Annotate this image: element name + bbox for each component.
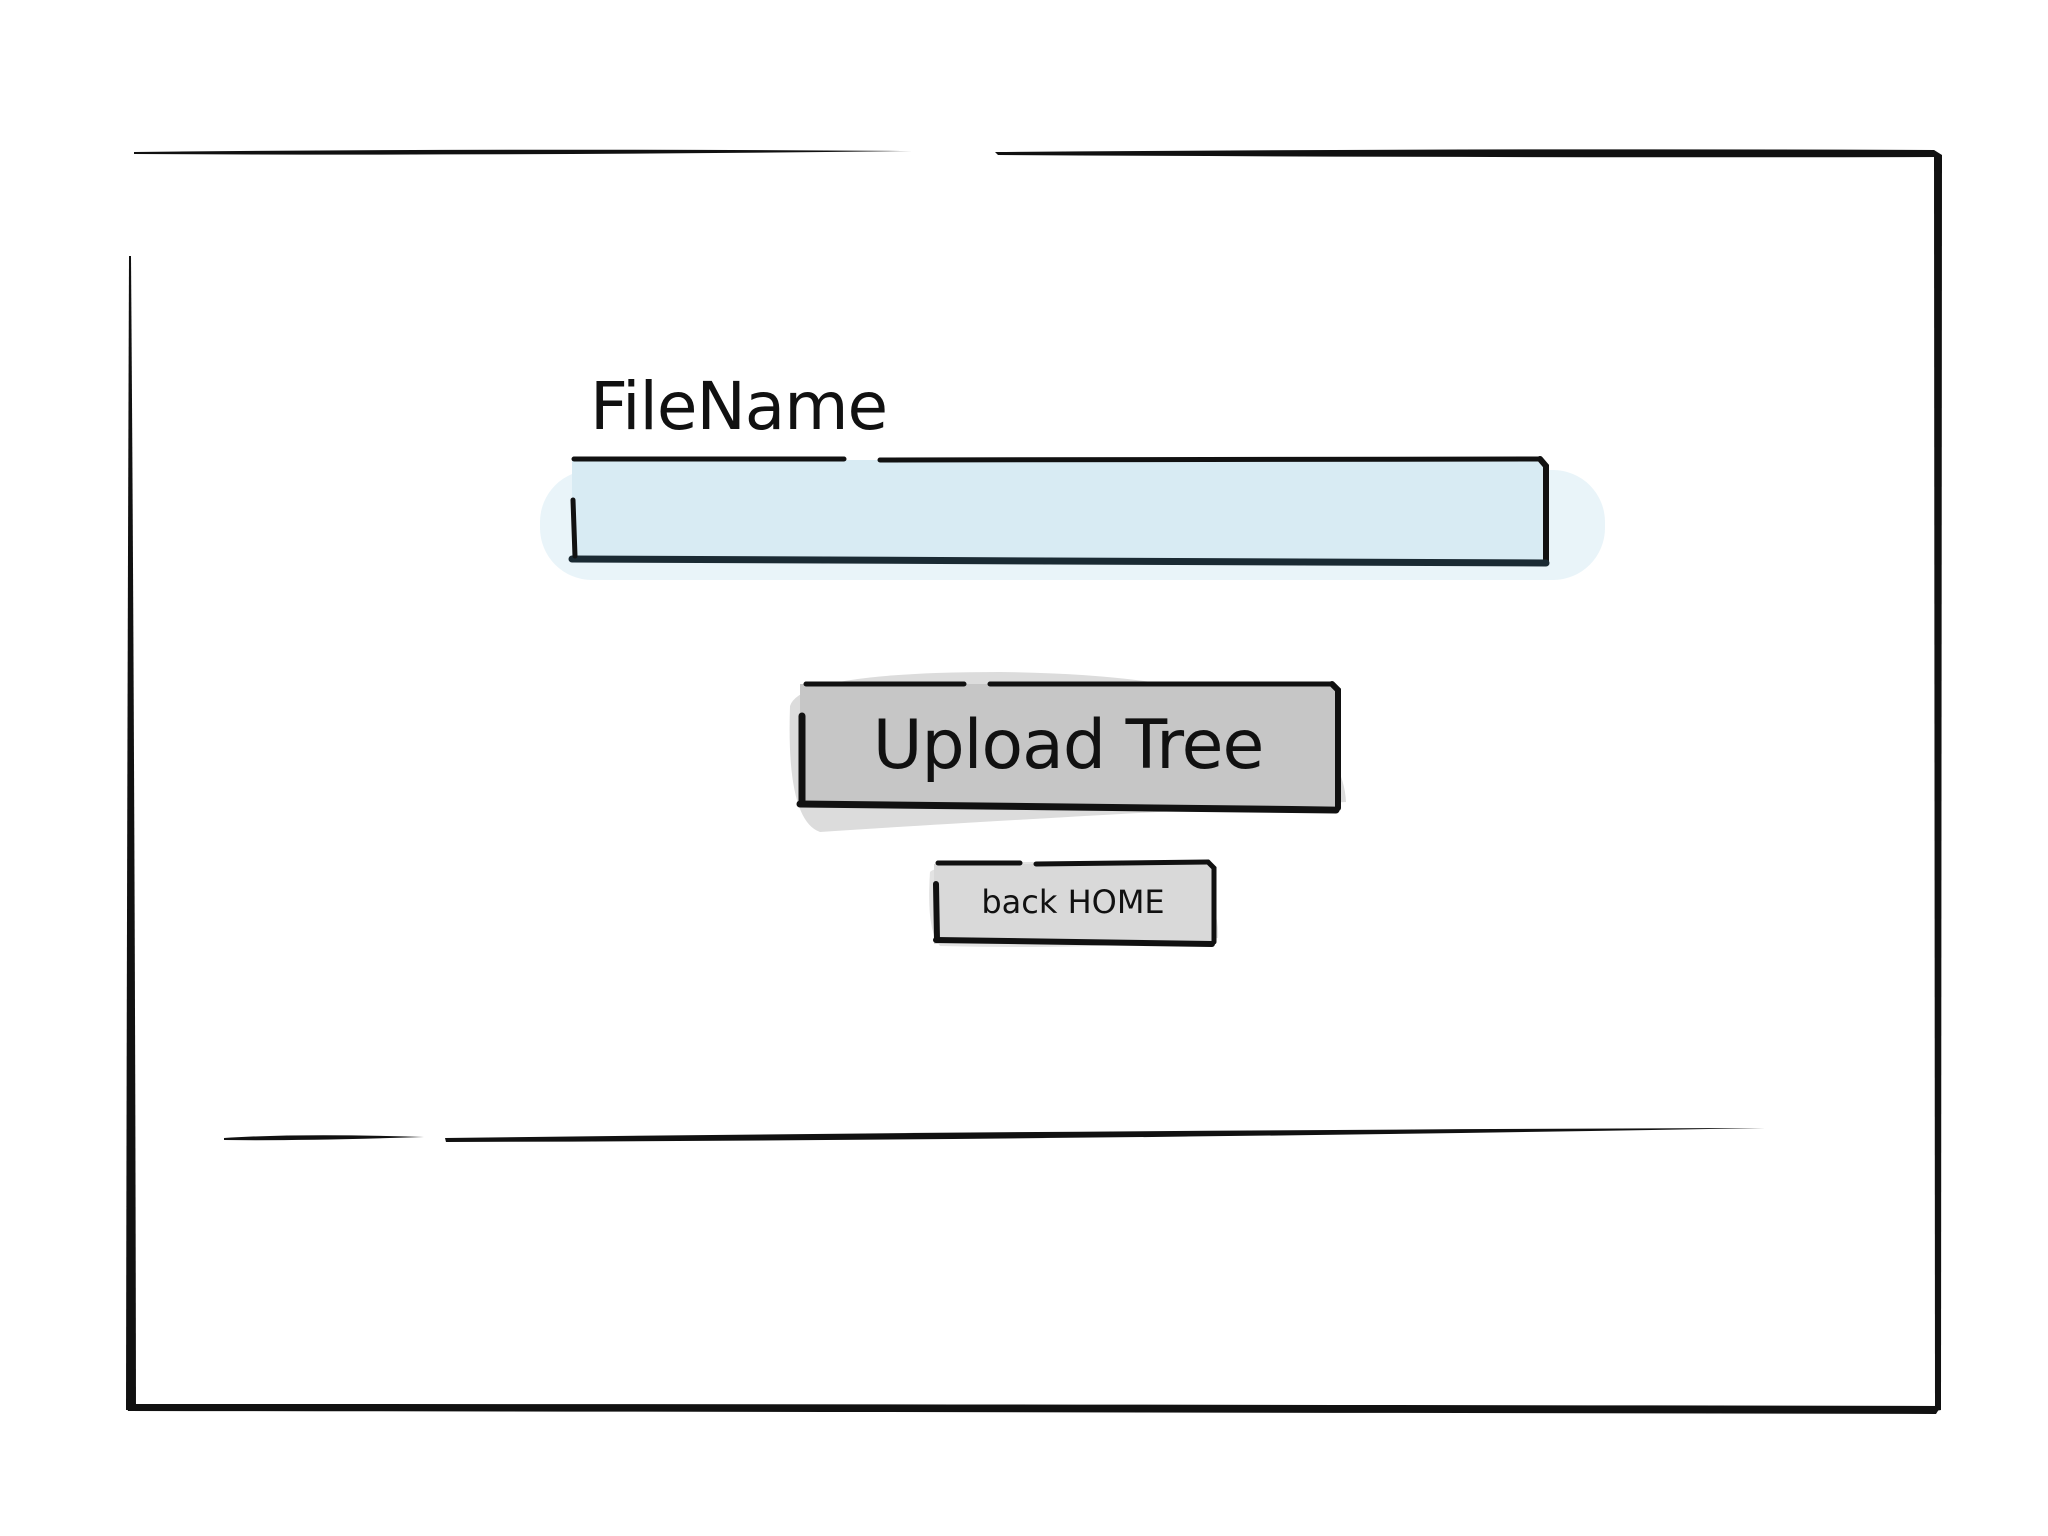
filename-input[interactable] — [572, 460, 1544, 562]
upload-button-shape — [789, 672, 1346, 832]
upload-tree-button[interactable]: Upload Tree — [800, 684, 1336, 806]
home-button-shape — [929, 859, 1219, 947]
window-frame — [126, 149, 1942, 1414]
filename-label: FileName — [590, 368, 888, 445]
back-home-button[interactable]: back HOME — [934, 862, 1212, 942]
